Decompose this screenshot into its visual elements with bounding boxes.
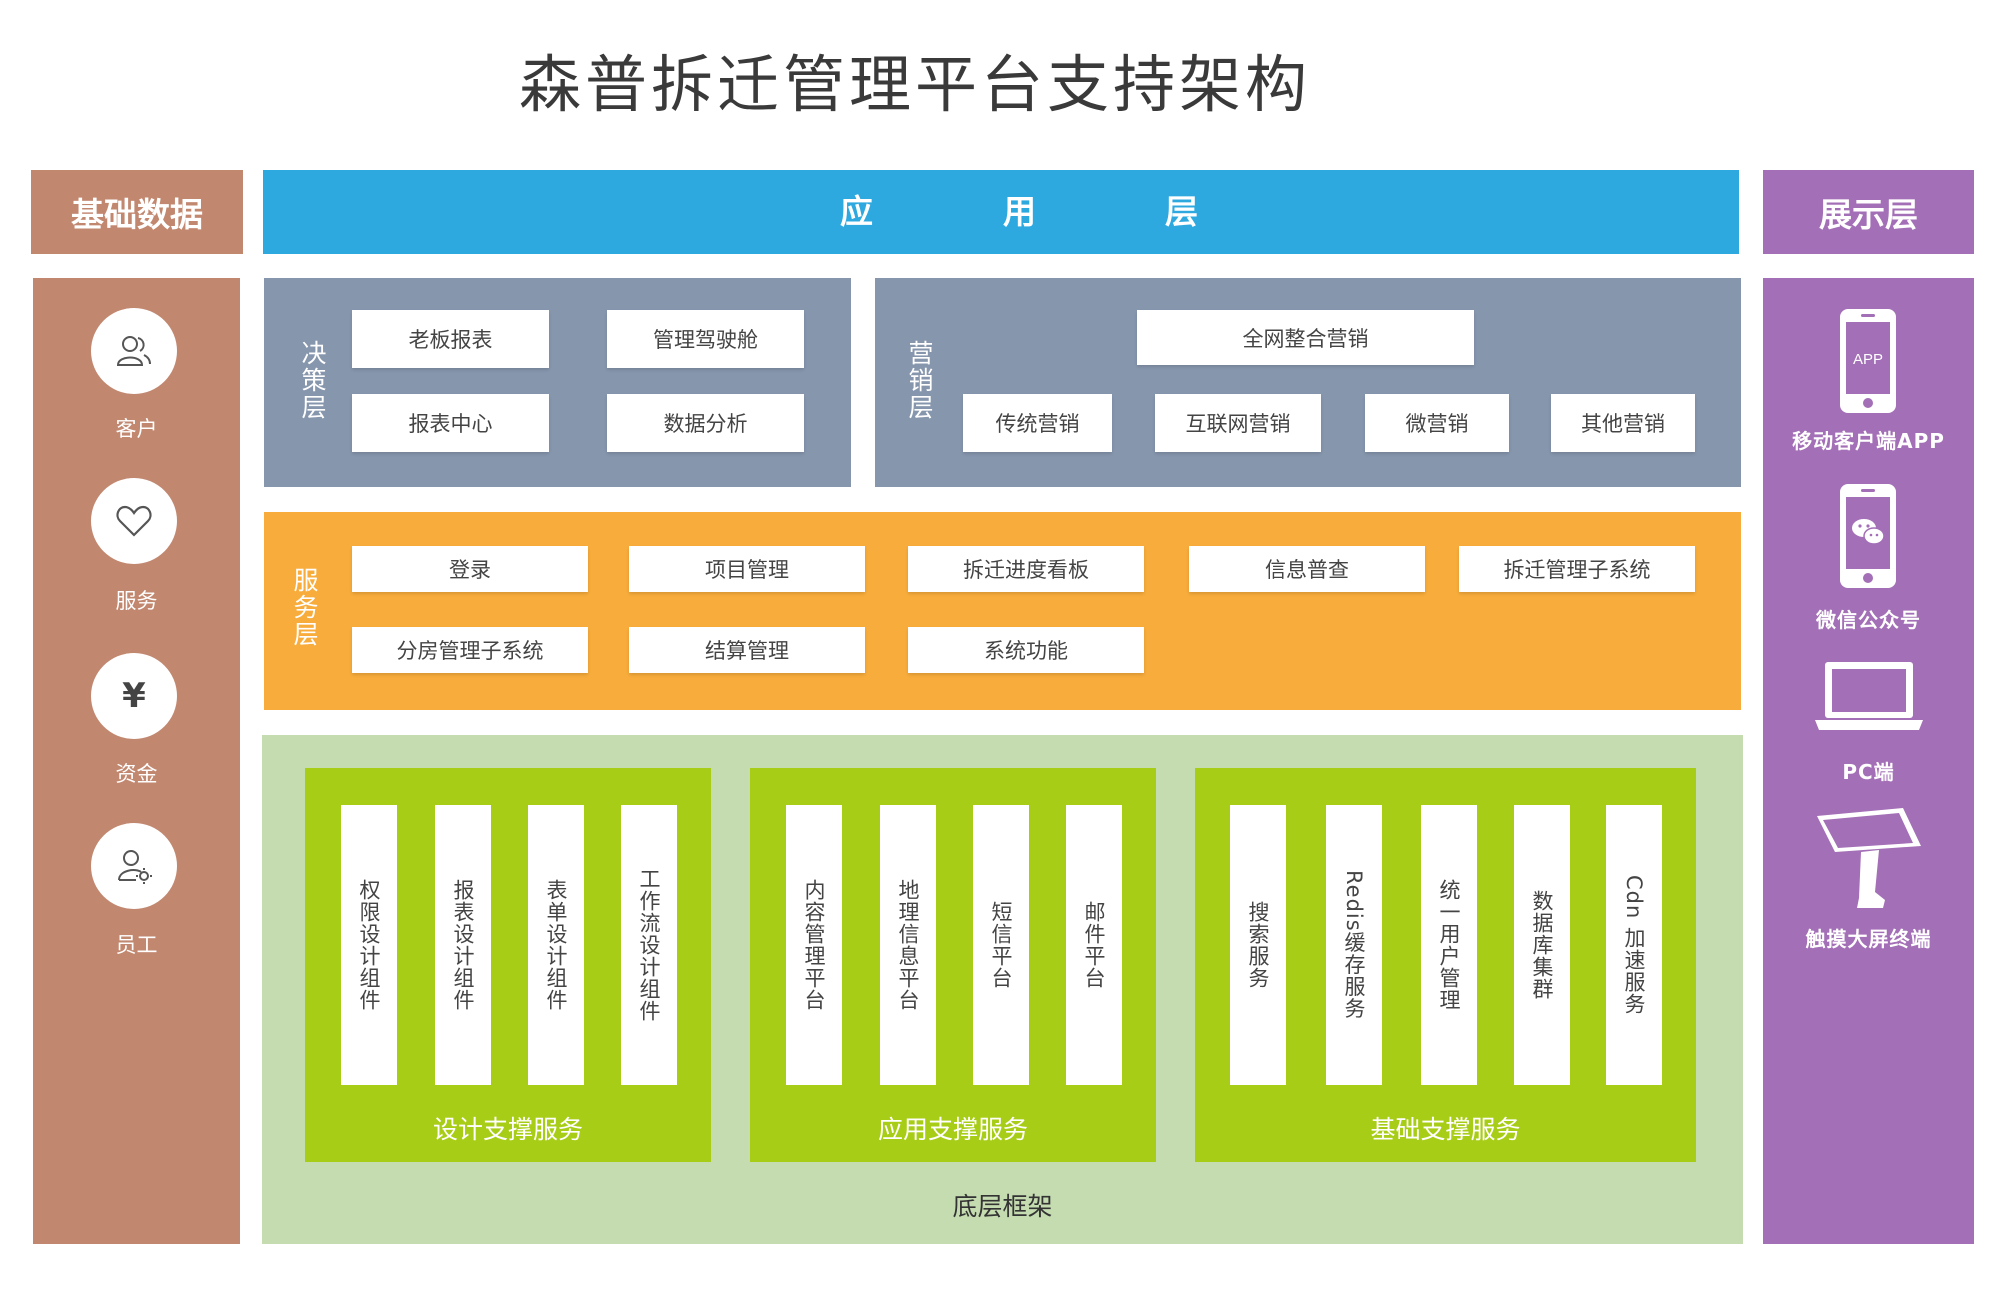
- framework-item-label: Cdn 加速服务: [1622, 875, 1646, 1015]
- framework-item-report-design[interactable]: 报表设计组件: [435, 805, 491, 1085]
- framework-item-unified-user[interactable]: 统一用户管理: [1421, 805, 1477, 1085]
- framework-item-db-cluster[interactable]: 数据库集群: [1514, 805, 1570, 1085]
- header-app-char-2: 用: [1003, 192, 1036, 231]
- basic-item-customer: 客户: [115, 417, 158, 441]
- app-icon-text: APP: [1853, 351, 1883, 368]
- framework-item-label: Redis缓存服务: [1342, 870, 1366, 1020]
- framework-item-geo-info[interactable]: 地理信息平台: [880, 805, 936, 1085]
- basic-item-funds: 资金: [115, 762, 158, 786]
- service-item-info-census[interactable]: 信息普查: [1189, 546, 1425, 592]
- framework-item-workflow-design[interactable]: 工作流设计组件: [621, 805, 677, 1085]
- marketing-layer-panel: 营销层 全网整合营销 传统营销 互联网营销 微营销 其他营销: [875, 278, 1741, 487]
- phone-app-icon: APP: [1839, 308, 1897, 418]
- framework-item-content-management[interactable]: 内容管理平台: [786, 805, 842, 1085]
- framework-item-label: 数据库集群: [1530, 890, 1554, 1000]
- framework-item-label: 权限设计组件: [357, 879, 381, 1011]
- kiosk-icon: [1813, 808, 1925, 916]
- page-title: 森普拆迁管理平台支持架构: [518, 48, 1311, 121]
- marketing-item-other[interactable]: 其他营销: [1551, 394, 1695, 452]
- marketing-item-integrated[interactable]: 全网整合营销: [1137, 310, 1474, 365]
- decision-item-boss-report[interactable]: 老板报表: [352, 310, 549, 368]
- display-layer-column: APP 移动客户端APP 微信公众号 PC端: [1763, 278, 1974, 1244]
- framework-item-sms[interactable]: 短信平台: [973, 805, 1029, 1085]
- marketing-layer-label: 营销层: [905, 340, 934, 421]
- marketing-item-traditional[interactable]: 传统营销: [963, 394, 1112, 452]
- service-item-project-management[interactable]: 项目管理: [629, 546, 865, 592]
- service-layer-label: 服务层: [290, 567, 319, 648]
- display-item-touch-screen: 触摸大屏终端: [1805, 927, 1932, 951]
- decision-item-cockpit[interactable]: 管理驾驶舱: [607, 310, 804, 368]
- framework-item-redis[interactable]: Redis缓存服务: [1326, 805, 1382, 1085]
- design-support-label: 设计支撑服务: [432, 1115, 583, 1144]
- marketing-item-micro[interactable]: 微营销: [1365, 394, 1509, 452]
- framework-item-label: 短信平台: [989, 901, 1013, 989]
- basic-item-staff: 员工: [115, 933, 158, 957]
- framework-item-search[interactable]: 搜索服务: [1230, 805, 1286, 1085]
- application-support-label: 应用支撑服务: [877, 1115, 1028, 1144]
- service-item-housing-subsystem[interactable]: 分房管理子系统: [352, 627, 588, 673]
- framework-item-label: 报表设计组件: [451, 879, 475, 1011]
- decision-layer-panel: 决策层 老板报表 管理驾驶舱 报表中心 数据分析: [264, 278, 851, 487]
- base-support-label: 基础支撑服务: [1370, 1115, 1521, 1144]
- basic-item-service: 服务: [115, 589, 158, 613]
- framework-item-permission-design[interactable]: 权限设计组件: [341, 805, 397, 1085]
- yen-icon: ¥: [91, 653, 177, 739]
- framework-item-email[interactable]: 邮件平台: [1066, 805, 1122, 1085]
- display-item-mobile-app: 移动客户端APP: [1792, 429, 1945, 453]
- marketing-item-internet[interactable]: 互联网营销: [1155, 394, 1321, 452]
- yen-symbol: ¥: [122, 676, 146, 716]
- display-item-wechat: 微信公众号: [1816, 608, 1921, 632]
- framework-item-label: 地理信息平台: [896, 879, 920, 1011]
- framework-item-label: 工作流设计组件: [637, 868, 661, 1022]
- service-item-progress-board[interactable]: 拆迁进度看板: [908, 546, 1144, 592]
- service-item-login[interactable]: 登录: [352, 546, 588, 592]
- header-app-char-1: 应: [840, 192, 873, 231]
- service-layer-panel: 服务层 登录 项目管理 拆迁进度看板 信息普查 拆迁管理子系统 分房管理子系统 …: [264, 512, 1741, 710]
- base-framework-label: 底层框架: [952, 1192, 1053, 1221]
- users-icon: [91, 308, 177, 394]
- basic-data-column: 客户 服务 ¥ 资金 员工: [33, 278, 240, 1244]
- decision-layer-label: 决策层: [298, 340, 327, 421]
- display-item-pc: PC端: [1842, 760, 1895, 784]
- framework-item-form-design[interactable]: 表单设计组件: [528, 805, 584, 1085]
- phone-wechat-icon: [1839, 483, 1897, 593]
- header-display-layer: 展示层: [1763, 170, 1974, 254]
- header-app-char-3: 层: [1165, 192, 1198, 231]
- user-gear-icon: [91, 823, 177, 909]
- header-application-layer: 应 用 层: [263, 170, 1739, 254]
- framework-item-label: 搜索服务: [1246, 901, 1270, 989]
- laptop-icon: [1813, 660, 1925, 736]
- decision-item-data-analysis[interactable]: 数据分析: [607, 394, 804, 452]
- framework-item-label: 表单设计组件: [544, 879, 568, 1011]
- service-item-demolition-subsystem[interactable]: 拆迁管理子系统: [1459, 546, 1695, 592]
- framework-item-label: 统一用户管理: [1437, 879, 1461, 1011]
- heart-icon: [91, 478, 177, 564]
- decision-item-report-center[interactable]: 报表中心: [352, 394, 549, 452]
- service-item-system-functions[interactable]: 系统功能: [908, 627, 1144, 673]
- framework-item-cdn[interactable]: Cdn 加速服务: [1606, 805, 1662, 1085]
- framework-item-label: 内容管理平台: [802, 879, 826, 1011]
- service-item-settlement[interactable]: 结算管理: [629, 627, 865, 673]
- header-basic-data: 基础数据: [31, 170, 243, 254]
- framework-item-label: 邮件平台: [1082, 901, 1106, 989]
